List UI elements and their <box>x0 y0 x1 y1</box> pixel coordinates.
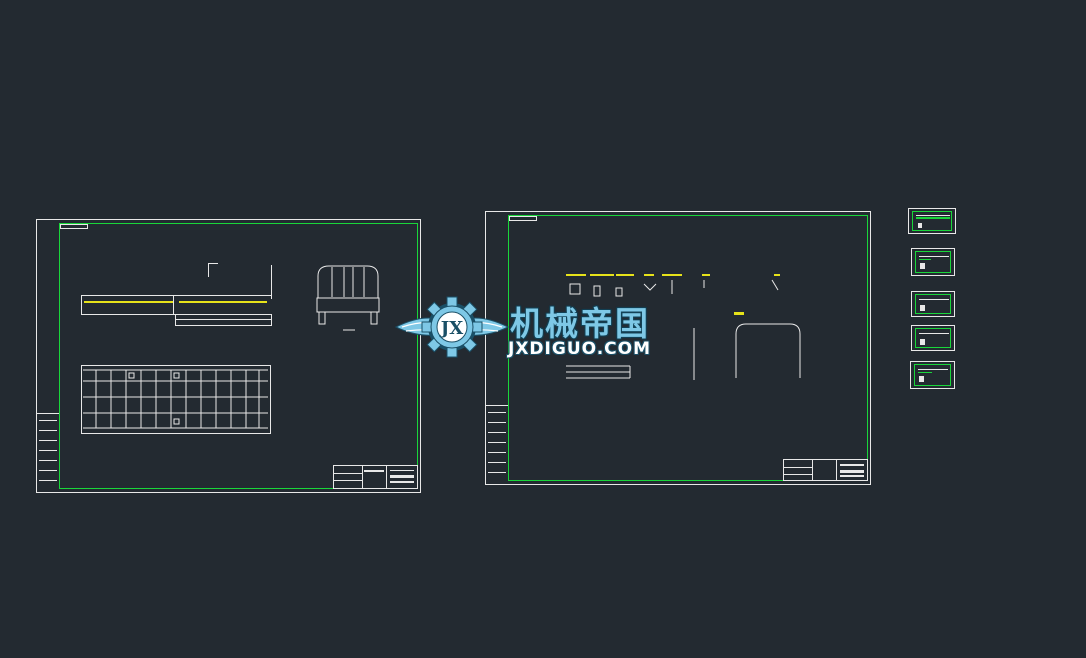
site-url: JXDIGUO.COM <box>508 339 652 359</box>
thumbnail-frame <box>915 294 951 314</box>
thumbnail-frame <box>914 364 951 386</box>
layout-thumbnail-5[interactable] <box>910 361 955 389</box>
title-block <box>333 465 418 489</box>
drawing-sheet-1[interactable] <box>36 219 421 493</box>
layout-thumbnail-2[interactable] <box>911 248 955 276</box>
truck-plan-view <box>81 365 271 434</box>
title-block <box>783 459 868 481</box>
site-name-cn: 机械帝国 <box>510 304 650 343</box>
gear-wings-emblem: JX <box>394 296 510 358</box>
label-box <box>509 216 537 221</box>
revision-strip <box>37 413 59 491</box>
truck-rear-view <box>315 264 381 334</box>
label-box <box>60 224 88 229</box>
thumbnail-frame <box>915 328 951 348</box>
drawing-sheet-2[interactable] <box>485 211 871 485</box>
drawing-frame <box>59 223 418 489</box>
truck-side-view <box>81 263 273 329</box>
thumbnail-frame <box>915 251 951 273</box>
thumbnail-frame <box>912 211 952 231</box>
detail-parts <box>566 272 806 382</box>
watermark-logo: JX 机械帝国 JXDIGUO.COM <box>392 293 692 363</box>
layout-thumbnail-3[interactable] <box>911 291 955 317</box>
revision-strip <box>486 405 508 483</box>
drawing-frame <box>508 215 868 481</box>
emblem-text: JX <box>439 318 464 339</box>
layout-thumbnail-4[interactable] <box>911 325 955 351</box>
layout-thumbnail-1[interactable] <box>908 208 956 234</box>
